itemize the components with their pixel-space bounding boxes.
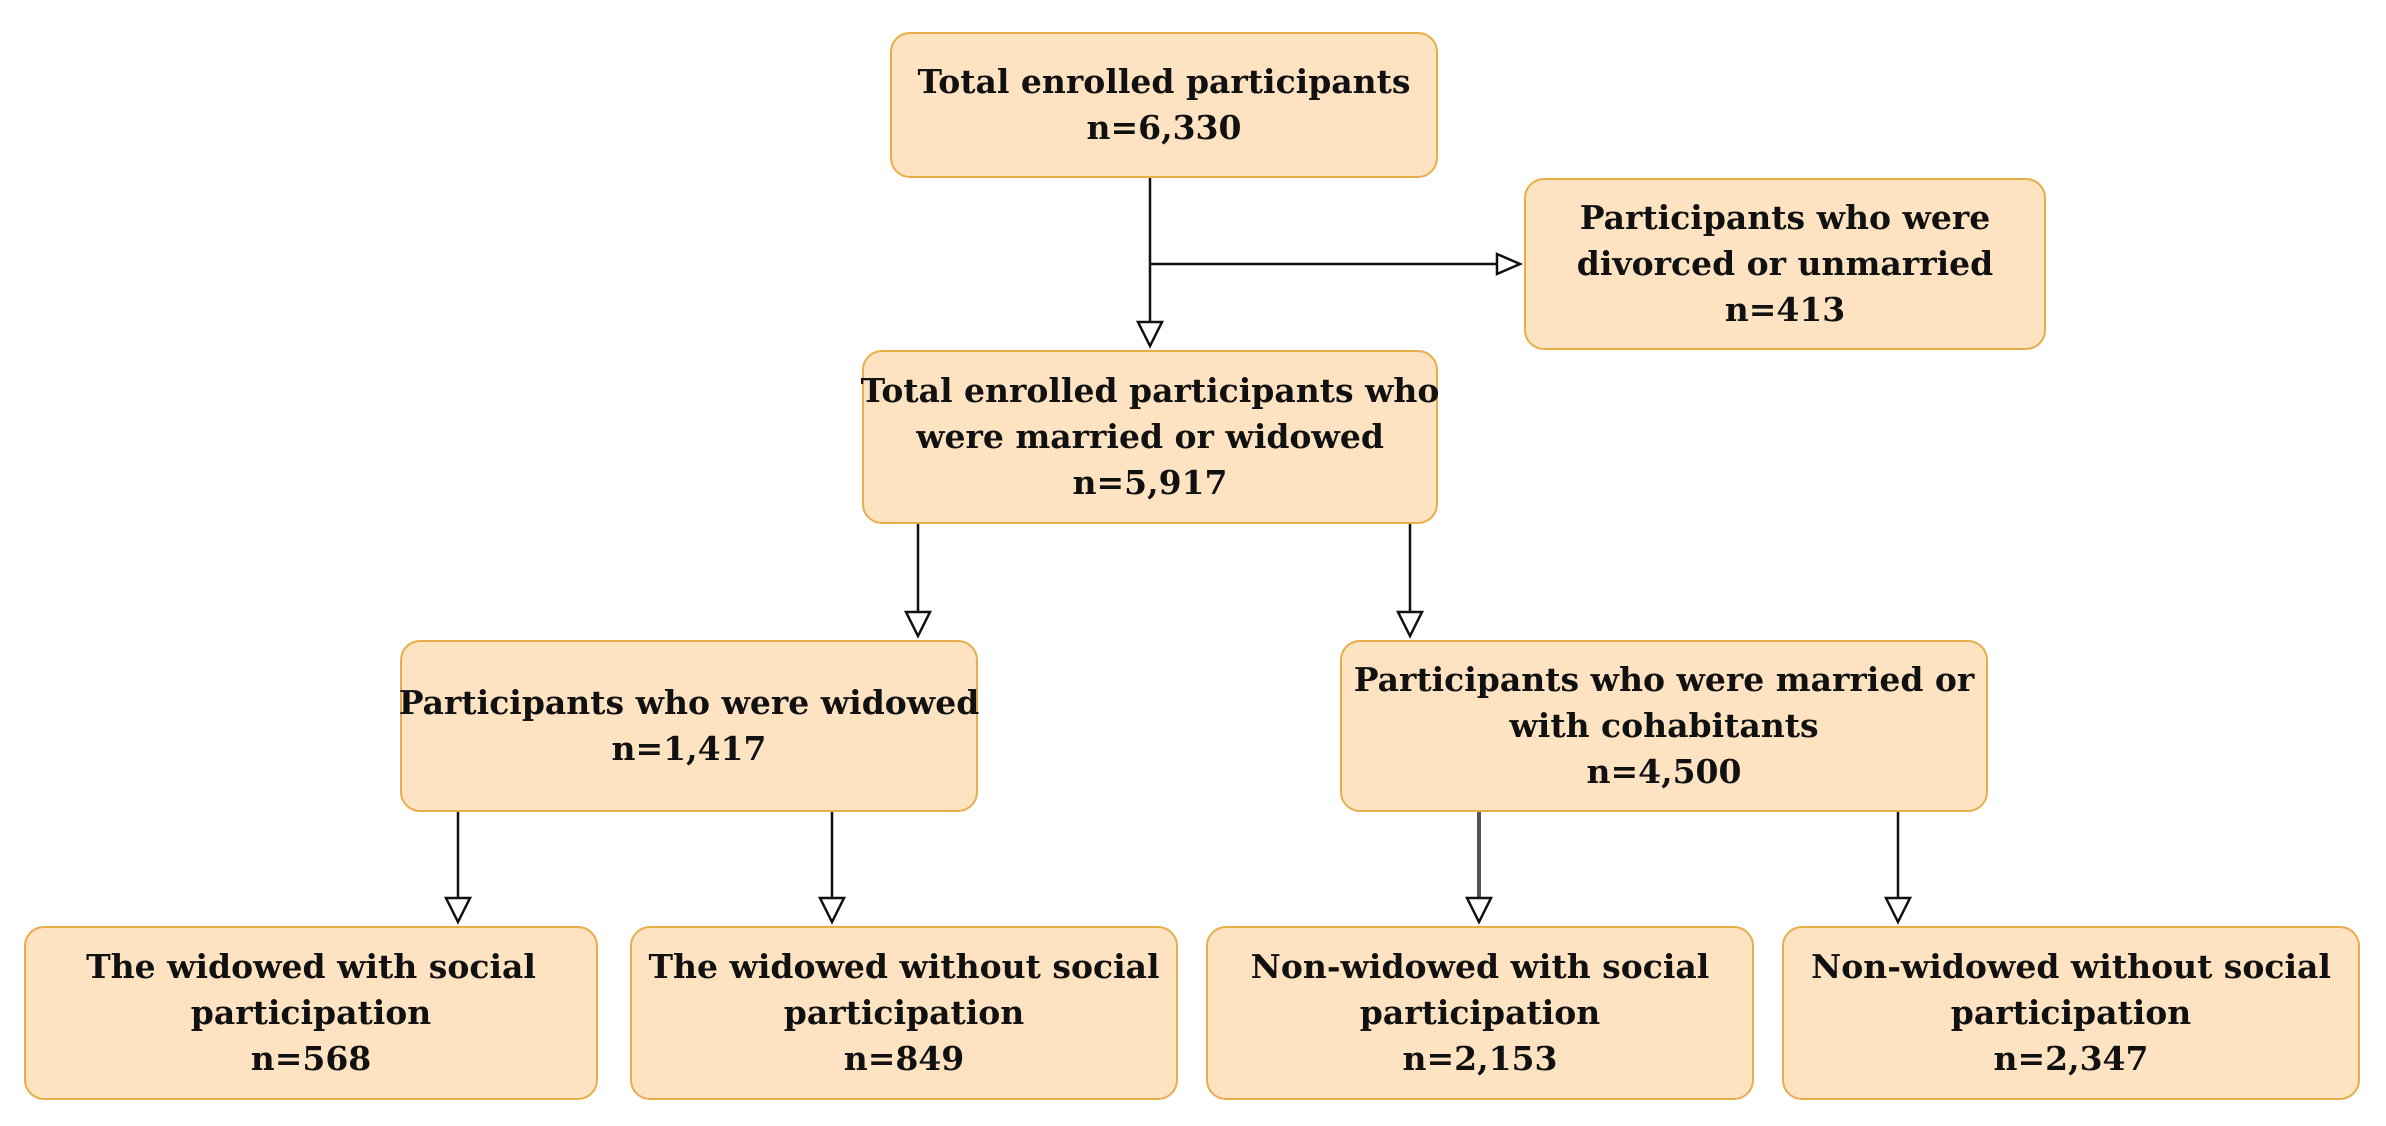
box-widowed: Participants who were widowed n=1,417	[398, 640, 980, 812]
box-line: Participants who were married or	[1353, 660, 1975, 699]
box-line: The widowed with social	[86, 947, 536, 986]
box-total-enrolled: Total enrolled participants n=6,330	[890, 32, 1438, 178]
box-widowed-with-social: The widowed with social participation n=…	[24, 926, 598, 1100]
arrowhead-widowed-with	[443, 896, 473, 925]
box-line: were married or widowed	[916, 417, 1384, 456]
arrowhead-married-widowed	[1135, 320, 1165, 349]
box-line: Non-widowed with social	[1250, 947, 1710, 986]
box-count: n=413	[1724, 290, 1846, 329]
box-line: participation	[1950, 993, 2192, 1032]
arrowhead-widowed	[903, 610, 933, 639]
arrowhead-nonwidowed-with	[1464, 896, 1494, 925]
box-line: participation	[783, 993, 1025, 1032]
box-line: Participants who were widowed	[398, 683, 980, 722]
box-line: Participants who were	[1579, 198, 1991, 237]
box-count: n=1,417	[611, 729, 767, 768]
box-line: The widowed without social	[648, 947, 1160, 986]
box-line: Total enrolled participants	[917, 62, 1411, 101]
arrowhead-nonwidowed-without	[1883, 896, 1913, 925]
arrowhead-widowed-without	[817, 896, 847, 925]
box-count: n=568	[250, 1039, 372, 1078]
arrowhead-married	[1395, 610, 1425, 639]
box-widowed-without-social: The widowed without social participation…	[630, 926, 1178, 1100]
box-count: n=6,330	[1086, 108, 1242, 147]
box-line: participation	[1359, 993, 1601, 1032]
box-married-or-widowed: Total enrolled participants who were mar…	[860, 350, 1440, 524]
box-count: n=849	[843, 1039, 965, 1078]
box-divorced-unmarried: Participants who were divorced or unmarr…	[1524, 178, 2046, 350]
box-count: n=4,500	[1586, 752, 1742, 791]
box-line: with cohabitants	[1509, 706, 1819, 745]
box-count: n=5,917	[1072, 463, 1228, 502]
arrowhead-excluded	[1495, 252, 1524, 276]
box-married-cohabitants: Participants who were married or with co…	[1340, 640, 1988, 812]
box-line: Total enrolled participants who	[860, 371, 1440, 410]
box-nonwidowed-with-social: Non-widowed with social participation n=…	[1206, 926, 1754, 1100]
box-count: n=2,347	[1993, 1039, 2149, 1078]
box-line: Non-widowed without social	[1811, 947, 2331, 986]
box-count: n=2,153	[1402, 1039, 1558, 1078]
box-line: participation	[190, 993, 432, 1032]
box-line: divorced or unmarried	[1576, 244, 1994, 283]
box-nonwidowed-without-social: Non-widowed without social participation…	[1782, 926, 2360, 1100]
